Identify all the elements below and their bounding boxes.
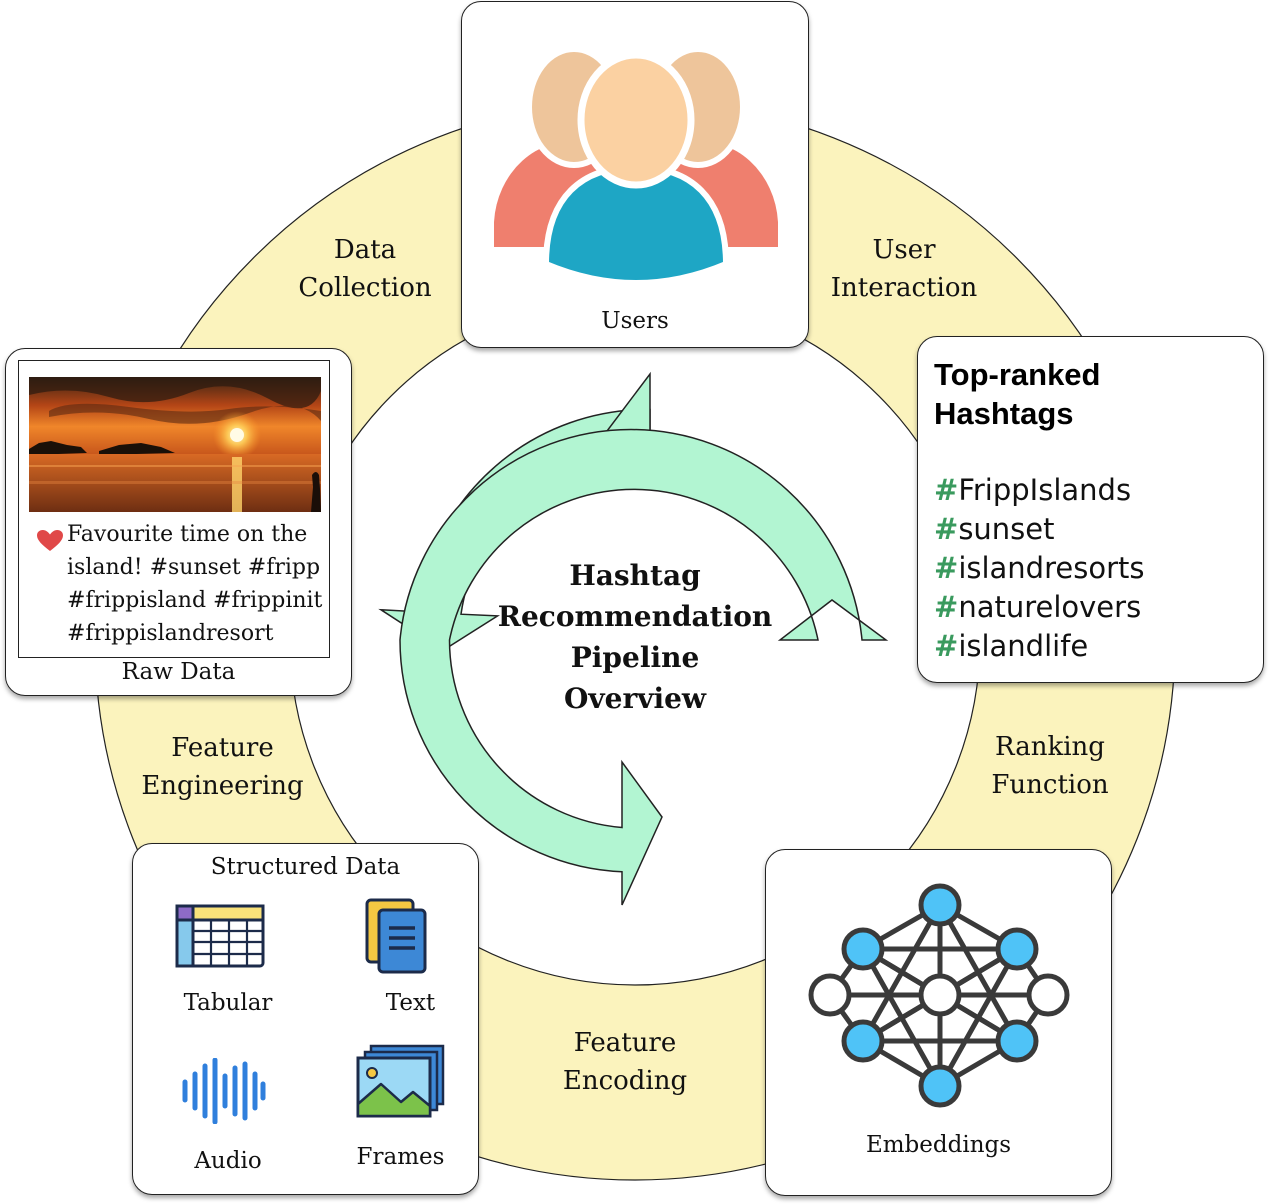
embeddings-box: Embeddings xyxy=(765,849,1112,1196)
text-label: Text xyxy=(385,990,436,1016)
hash-symbol: # xyxy=(934,473,959,507)
structured-data-box: Structured Data Tabular Text xyxy=(132,843,479,1195)
stage-feature-encoding-line1: Feature xyxy=(573,1028,677,1058)
top-hashtags-title-line1: Top-ranked xyxy=(934,357,1101,392)
stage-data-collection-line1: Data xyxy=(333,235,397,265)
social-post-card: Favourite time on the island! #sunset #f… xyxy=(18,360,330,658)
stage-user-interaction: User Interaction xyxy=(824,231,984,307)
stage-data-collection: Data Collection xyxy=(290,231,440,307)
hashtag-text: islandresorts xyxy=(958,551,1145,585)
stage-feature-engineering-line1: Feature xyxy=(171,733,274,763)
stage-data-collection-line2: Collection xyxy=(298,273,432,303)
heart-icon[interactable] xyxy=(36,529,64,553)
image-frames-icon xyxy=(356,1044,445,1118)
stage-feature-engineering-line2: Engineering xyxy=(141,771,304,801)
hashtag-text: naturelovers xyxy=(958,590,1142,624)
frames-label: Frames xyxy=(356,1144,445,1170)
post-caption: Favourite time on the island! #sunset #f… xyxy=(67,522,323,646)
users-box: Users xyxy=(461,1,809,348)
neural-network-icon xyxy=(808,883,1070,1108)
stage-ranking-function: Ranking Function xyxy=(980,728,1120,804)
hashtag-item[interactable]: #naturelovers xyxy=(934,588,1144,627)
users-label: Users xyxy=(601,308,669,334)
raw-data-label: Raw Data xyxy=(121,659,236,685)
cycle-arrow-right-bottom xyxy=(399,428,889,906)
embeddings-label: Embeddings xyxy=(865,1132,1012,1158)
diagram-title: Hashtag Recommendation Pipeline Overview xyxy=(470,555,800,719)
top-hashtags-title: Top-ranked Hashtags xyxy=(934,355,1101,433)
hash-symbol: # xyxy=(934,629,959,663)
hashtag-text: islandlife xyxy=(958,629,1089,663)
audio-wave-icon xyxy=(182,1058,266,1124)
hashtag-text: sunset xyxy=(958,512,1055,546)
audio-label: Audio xyxy=(194,1148,262,1174)
hashtag-item[interactable]: #FrippIslands xyxy=(934,471,1144,510)
hashtag-item[interactable]: #islandlife xyxy=(934,627,1144,666)
stage-ranking-function-line2: Function xyxy=(991,770,1109,800)
stage-ranking-function-line1: Ranking xyxy=(995,732,1105,762)
sunset-photo xyxy=(29,377,321,512)
hashtag-item[interactable]: #sunset xyxy=(934,510,1144,549)
users-group-icon xyxy=(494,46,778,286)
top-hashtags-title-line2: Hashtags xyxy=(934,396,1074,431)
raw-data-box: Favourite time on the island! #sunset #f… xyxy=(5,348,352,696)
hash-symbol: # xyxy=(934,512,959,546)
tabular-label: Tabular xyxy=(183,990,273,1016)
stage-feature-encoding-line2: Encoding xyxy=(562,1066,688,1096)
table-icon xyxy=(175,904,265,968)
cycle-arrows xyxy=(378,371,889,906)
title-line-4: Overview xyxy=(563,682,707,715)
hash-symbol: # xyxy=(934,590,959,624)
stage-user-interaction-line2: Interaction xyxy=(830,273,978,303)
stage-feature-engineering: Feature Engineering xyxy=(130,729,315,805)
title-line-1: Hashtag xyxy=(569,559,701,592)
hashtag-list: #FrippIslands #sunset #islandresorts #na… xyxy=(934,471,1144,666)
hashtag-item[interactable]: #islandresorts xyxy=(934,549,1144,588)
stage-feature-encoding: Feature Encoding xyxy=(550,1024,700,1100)
hashtag-text: FrippIslands xyxy=(958,473,1132,507)
title-line-2: Recommendation xyxy=(497,600,773,633)
structured-data-title: Structured Data xyxy=(210,854,401,880)
stage-user-interaction-line1: User xyxy=(872,235,936,265)
title-line-3: Pipeline xyxy=(570,641,700,674)
top-hashtags-box: Top-ranked Hashtags #FrippIslands #sunse… xyxy=(917,336,1264,683)
hash-symbol: # xyxy=(934,551,959,585)
document-icon xyxy=(365,898,427,974)
